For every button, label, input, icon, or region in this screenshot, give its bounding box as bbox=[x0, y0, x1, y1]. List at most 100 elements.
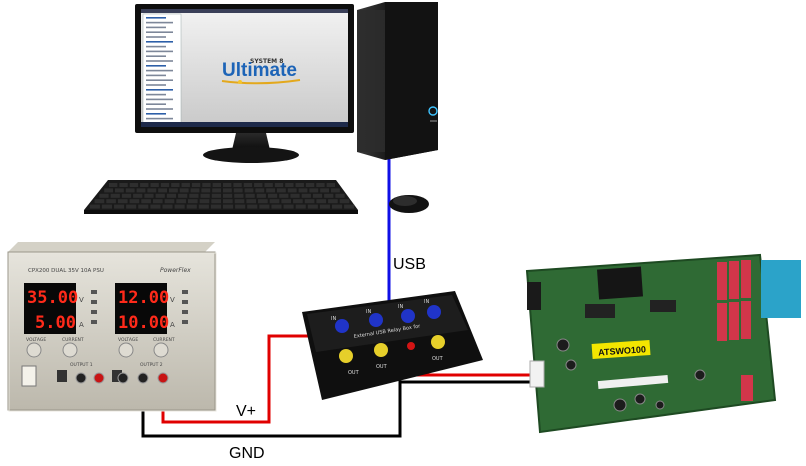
keyboard-key bbox=[166, 193, 177, 198]
keyboard-key bbox=[174, 204, 185, 209]
keyboard-key bbox=[339, 199, 350, 204]
keyboard-key bbox=[150, 204, 161, 209]
psu-power-switch[interactable] bbox=[21, 365, 37, 387]
psu-output1-label: OUTPUT 1 bbox=[70, 362, 93, 368]
keyboard-key bbox=[223, 204, 234, 209]
software-menu-item[interactable] bbox=[146, 74, 166, 77]
software-menu-item[interactable] bbox=[146, 93, 166, 96]
keyboard-key bbox=[290, 193, 300, 198]
board-sticker: ATSWO100 bbox=[591, 339, 651, 360]
software-menu-item[interactable] bbox=[146, 98, 173, 101]
software-menu-item[interactable] bbox=[146, 31, 173, 33]
current-knob-2[interactable] bbox=[153, 342, 169, 358]
psu-output-switch-1[interactable] bbox=[57, 370, 67, 382]
mouse bbox=[389, 195, 429, 213]
keyboard-key bbox=[178, 193, 188, 198]
ch1-unit-a: A bbox=[79, 321, 84, 329]
logo-edition: SYSTEM 8 bbox=[250, 58, 283, 65]
keyboard-key bbox=[246, 199, 257, 204]
keyboard-key bbox=[147, 188, 157, 193]
relay-bank bbox=[717, 260, 753, 401]
software-menu-item[interactable] bbox=[146, 89, 173, 91]
relay-out-jacks: OUT OUT OUT bbox=[339, 335, 445, 376]
keyboard-key bbox=[160, 183, 170, 187]
keyboard-key bbox=[316, 199, 327, 204]
software-menu-item[interactable] bbox=[146, 108, 173, 110]
keyboard-key bbox=[258, 199, 268, 204]
keyboard-key bbox=[274, 183, 284, 187]
keyboard-key bbox=[295, 204, 306, 209]
keyboard-key bbox=[328, 199, 338, 204]
board-connector-left bbox=[527, 282, 541, 310]
software-menu-item[interactable] bbox=[146, 69, 173, 72]
usb-label: USB bbox=[393, 256, 426, 273]
keyboard-key bbox=[187, 199, 198, 204]
software-menu-item[interactable] bbox=[146, 36, 166, 38]
keyboard-key bbox=[331, 188, 340, 193]
relay-in-label-2: IN bbox=[366, 309, 371, 315]
keyboard-key bbox=[269, 199, 280, 204]
software-menu-item[interactable] bbox=[146, 84, 166, 86]
ch2-voltage-readout: 12.00 bbox=[118, 288, 169, 308]
software-menu-item[interactable] bbox=[146, 17, 166, 19]
keyboard-key bbox=[243, 183, 253, 187]
keyboard-key bbox=[200, 193, 210, 198]
software-menu-item[interactable] bbox=[146, 103, 166, 105]
monitor-neck bbox=[232, 133, 270, 150]
keyboard-key bbox=[186, 204, 197, 209]
keyboard bbox=[84, 180, 358, 214]
keyboard-key bbox=[335, 193, 345, 198]
keyboard-key bbox=[256, 193, 266, 198]
software-menu-item[interactable] bbox=[146, 45, 166, 48]
psu-knobs: VOLTAGE CURRENT VOLTAGE CURRENT bbox=[26, 337, 175, 358]
keyboard-key bbox=[201, 188, 211, 193]
software-menu-item[interactable] bbox=[146, 21, 173, 24]
relay-in-label-3: IN bbox=[398, 304, 403, 310]
keyboard-key bbox=[89, 204, 100, 209]
gnd-label: GND bbox=[229, 445, 265, 462]
keyboard-key bbox=[255, 188, 265, 193]
software-menu-item[interactable] bbox=[146, 55, 166, 57]
software-menu-item[interactable] bbox=[146, 117, 173, 120]
psu-channel-1-display: 35.00 5.00 V A bbox=[24, 283, 84, 334]
gnd-terminal bbox=[137, 372, 149, 384]
psu-brand-label: PowerFlex bbox=[160, 267, 191, 274]
keyboard-key bbox=[199, 199, 210, 204]
ch1-unit-v: V bbox=[79, 296, 84, 304]
software-menu-item[interactable] bbox=[146, 50, 173, 53]
keyboard-key bbox=[136, 188, 146, 193]
board-chip-3 bbox=[650, 300, 676, 312]
voltage-knob-2[interactable] bbox=[118, 342, 134, 358]
keyboard-key bbox=[211, 199, 221, 204]
software-menu-item[interactable] bbox=[146, 65, 166, 67]
keyboard-key bbox=[140, 183, 149, 187]
software-menu-item[interactable] bbox=[146, 79, 173, 81]
logo-brand: Ultimate bbox=[222, 60, 297, 81]
keyboard-key bbox=[141, 199, 151, 204]
software-menu-item[interactable] bbox=[146, 26, 166, 29]
keyboard-key bbox=[309, 188, 319, 193]
software-menu-item[interactable] bbox=[146, 60, 173, 62]
keyboard-key bbox=[244, 188, 254, 193]
keyboard-key bbox=[324, 193, 334, 198]
psu-output-switch-2[interactable] bbox=[112, 370, 122, 382]
psu-terminals bbox=[75, 372, 169, 384]
keyboard-key bbox=[144, 193, 154, 198]
board-main-chip bbox=[597, 266, 643, 300]
software-menu-item[interactable] bbox=[146, 113, 166, 115]
ch2-unit-v: V bbox=[170, 296, 175, 304]
relay-in-label-4: IN bbox=[424, 299, 429, 305]
keyboard-key bbox=[259, 204, 270, 209]
keyboard-key bbox=[223, 188, 232, 193]
current-knob-1[interactable] bbox=[62, 342, 78, 358]
software-menu-item[interactable] bbox=[146, 41, 173, 43]
keyboard-key bbox=[152, 199, 163, 204]
board-chip-2 bbox=[585, 304, 615, 318]
keyboard-key bbox=[331, 204, 343, 209]
voltage-knob-1[interactable] bbox=[26, 342, 42, 358]
keyboard-key bbox=[245, 193, 255, 198]
keyboard-key bbox=[307, 204, 318, 209]
keyboard-key bbox=[247, 204, 258, 209]
relay-out-label-1: OUT bbox=[348, 370, 360, 376]
keyboard-key bbox=[234, 199, 245, 204]
